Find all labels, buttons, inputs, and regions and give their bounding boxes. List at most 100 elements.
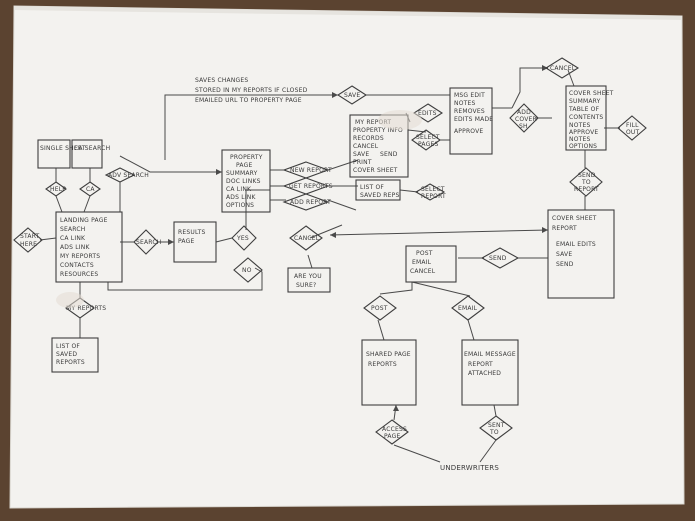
diamond-add-report (282, 193, 330, 211)
label-addcover-2: SH (519, 123, 528, 130)
label-listsr-1: SAVED REPS (360, 192, 399, 199)
label-pe-1: EMAIL (412, 259, 432, 266)
label-cs-5: APPROVE (569, 129, 598, 136)
diamond-select-pages (411, 129, 441, 151)
diamond-start-here (13, 227, 43, 253)
label-str-2: REPORT (574, 186, 599, 193)
process-boxes (37, 85, 615, 406)
label-get-reports: GET REPORTS (289, 183, 333, 190)
label-ca-search: CA SEARCH (74, 145, 110, 152)
diamond-access-page (375, 419, 409, 445)
label-msg-2: REMOVES (454, 108, 485, 115)
label-selrep-0: SELECT (421, 186, 445, 193)
label-prop-3: DOC LINKS (226, 178, 261, 185)
diamond-search (133, 229, 159, 255)
label-adv-search: ADV SEARCH (108, 172, 149, 179)
box-ca-search (71, 139, 103, 169)
label-landing-6: RESOURCES (60, 271, 98, 278)
diamond-edits (412, 103, 444, 123)
paper-sheet (9, 5, 685, 509)
label-landing-1: SEARCH (60, 226, 85, 233)
diamond-yes (231, 225, 257, 251)
label-str-0: SEND (578, 172, 596, 179)
label-cs-3: CONTENTS (569, 114, 603, 121)
label-addcover-1: COVER (515, 116, 537, 123)
label-listsr-0: LIST OF (360, 184, 384, 191)
label-emailed-url: EMAILED URL TO PROPERTY PAGE (195, 97, 302, 104)
label-no: NO (242, 267, 252, 274)
paper-smudges (56, 110, 422, 308)
label-cs-7: OPTIONS (569, 143, 597, 150)
label-results-0: RESULTS (178, 229, 206, 236)
label-landing-5: CONTACTS (60, 262, 94, 269)
box-list-saved-reps (355, 179, 401, 201)
label-new-report: NEW REPORT (290, 167, 332, 174)
label-selpg-0: SELECT (416, 134, 440, 141)
box-cover-sheet-report (547, 209, 615, 299)
label-myrep-1: PROPERTY INFO (353, 127, 403, 134)
label-prop-6: OPTIONS (226, 202, 254, 209)
label-csr-3: SAVE (556, 251, 572, 258)
box-results-page (173, 221, 217, 263)
label-em-2: ATTACHED (468, 370, 501, 377)
label-myrep-7: COVER SHEET (353, 167, 398, 174)
label-prop-0: PROPERTY (230, 154, 263, 161)
label-cancel-top: CANCEL (550, 65, 576, 72)
diamond-adv-search (104, 167, 136, 183)
diamond-add-cover (509, 103, 539, 133)
label-email: EMAIL (458, 305, 478, 312)
label-prop-5: ADS LINK (226, 194, 256, 201)
diamond-ca (79, 181, 101, 197)
diamond-email (451, 295, 485, 321)
label-msg-4: APPROVE (454, 128, 483, 135)
label-pe-2: CANCEL (410, 268, 436, 275)
label-yes: YES (236, 235, 249, 242)
diamond-cancel-mid (289, 225, 323, 251)
box-cover-sheet (565, 85, 607, 151)
label-start-0: START (20, 233, 40, 240)
box-single-sheet (37, 139, 71, 169)
decision-diamonds (13, 57, 647, 445)
diamond-save (336, 85, 368, 105)
diamond-cancel-top (544, 57, 580, 79)
label-pe-0: POST (416, 250, 433, 257)
label-underwriters: UNDERWRITERS (440, 464, 499, 472)
label-cancel-mid: CANCEL (294, 235, 320, 242)
diamond-select-report (414, 183, 446, 201)
label-st-0: SENT (488, 422, 505, 429)
labels: SINGLE SHEET CA SEARCH HELP CA ADV SEARC… (20, 65, 639, 472)
box-property-page (221, 149, 271, 213)
diamond-send (480, 247, 520, 269)
label-my-reports: MY REPORTS (66, 305, 106, 312)
label-cs-4: NOTES (569, 122, 590, 129)
label-landing-4: MY REPORTS (60, 253, 100, 260)
box-shared-page (361, 339, 417, 406)
label-csr-1: REPORT (552, 225, 577, 232)
box-email-message (461, 339, 519, 406)
label-em-0: EMAIL MESSAGE (464, 351, 516, 358)
box-post-email (405, 245, 457, 283)
label-cs-6: NOTES (569, 136, 590, 143)
label-msg-1: NOTES (454, 100, 475, 107)
label-sure-1: SURE? (296, 282, 316, 289)
label-msg-3: EDITS MADE (454, 116, 493, 123)
label-myrep-2: RECORDS (353, 135, 384, 142)
label-str-1: TO (581, 179, 591, 186)
connectors (39, 67, 620, 463)
paper-shadow (14, 6, 682, 20)
label-selrep-1: REPORT (421, 193, 446, 200)
label-save: SAVE (344, 92, 360, 99)
label-em-1: REPORT (468, 361, 493, 368)
label-myrep-0: MY REPORT (355, 119, 391, 126)
label-cs-1: SUMMARY (569, 98, 601, 105)
label-send: SEND (489, 255, 507, 262)
diamond-sent-to (479, 415, 513, 441)
label-list-1: SAVED (56, 351, 77, 358)
label-stored-in: STORED IN MY REPORTS IF CLOSED (195, 87, 308, 94)
label-list-2: REPORTS (56, 359, 85, 366)
label-ca: CA (86, 186, 95, 193)
label-ap-1: PAGE (384, 433, 400, 440)
label-saves-changes: SAVES CHANGES (195, 77, 248, 84)
label-landing-3: ADS LINK (60, 244, 90, 251)
label-prop-4: CA LINK (226, 186, 252, 193)
